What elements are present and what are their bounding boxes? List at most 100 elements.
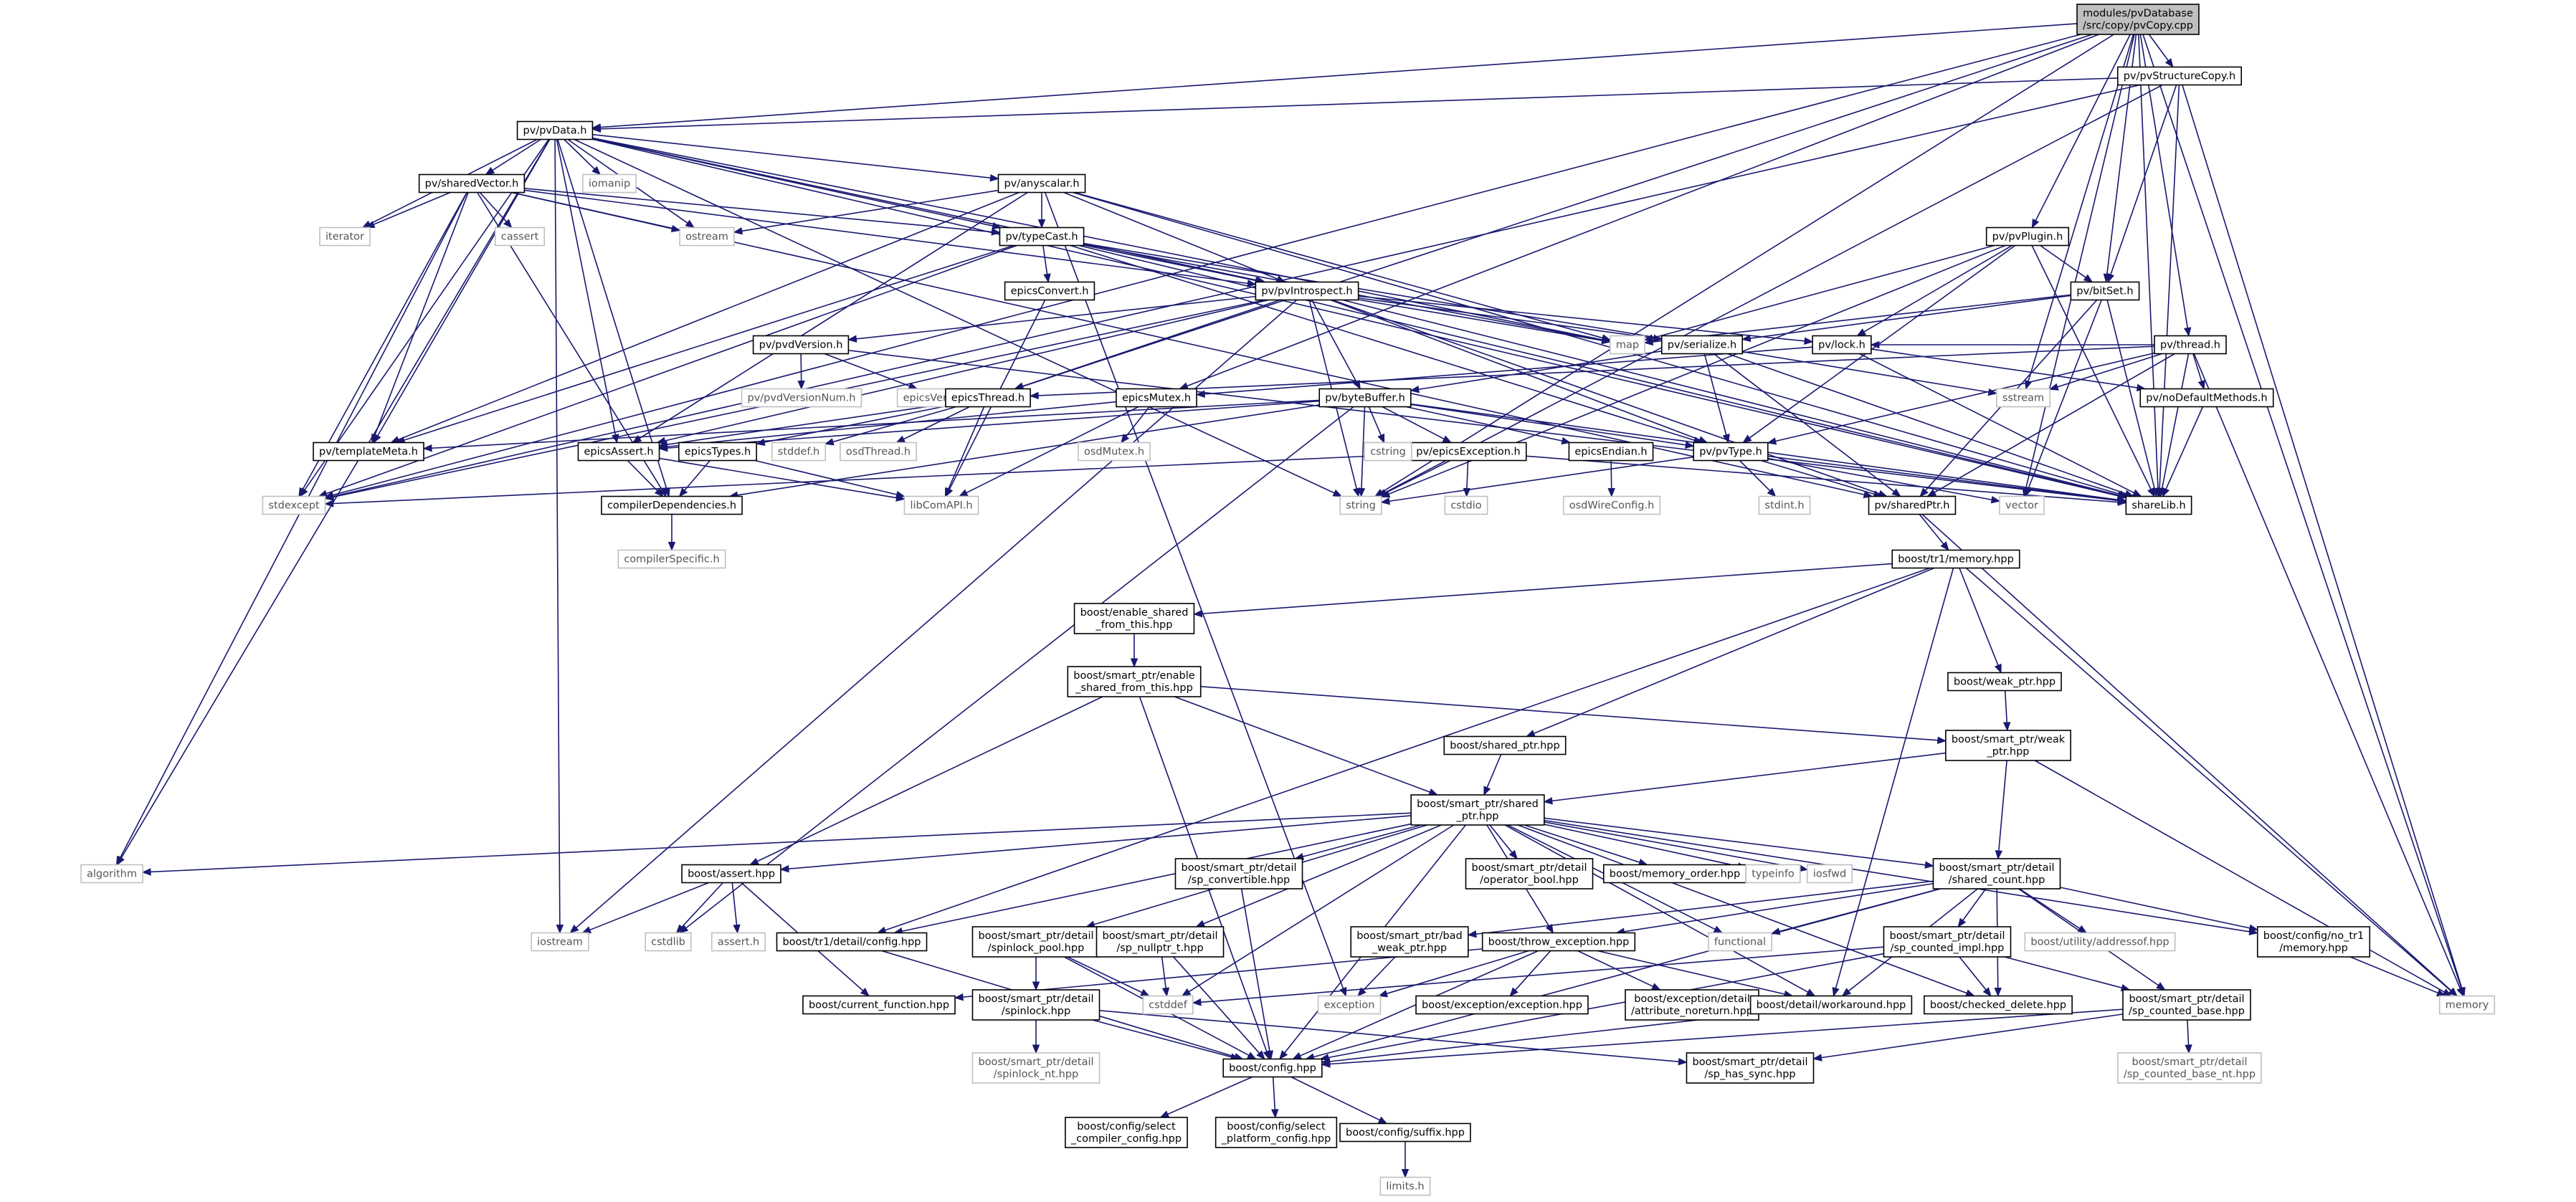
node-tr1memory[interactable]: boost/tr1/memory.hpp xyxy=(1891,549,2020,569)
node-box xyxy=(1996,388,2050,408)
node-box xyxy=(1415,995,1589,1015)
node-shared-ptr-hpp[interactable]: boost/shared_ptr.hpp xyxy=(1443,735,1567,755)
node-label: /memory.hpp xyxy=(2279,943,2348,954)
edge-sp-enable-shared-to-sp-weak-ptr xyxy=(1200,685,1947,745)
edge-sp-shared-ptr-to-cstddef xyxy=(1181,824,1455,997)
edge-pv-structure-copy-to-sharelib xyxy=(2155,85,2180,497)
edge-shared-vector-to-pv-introspect xyxy=(524,189,1257,287)
edge-pv-epics-exception-to-string xyxy=(1377,459,1451,497)
node-enable-shared-from-this[interactable]: boost/enable_shared_from_this.hpp xyxy=(1073,603,1195,634)
node-byte-buffer[interactable]: pv/byteBuffer.h xyxy=(1318,388,1412,408)
node-epics-assert[interactable]: epicsAssert.h xyxy=(577,442,660,462)
node-pv-plugin[interactable]: pv/pvPlugin.h xyxy=(1985,226,2070,247)
node-pvd-version[interactable]: pv/pvdVersion.h xyxy=(752,335,850,355)
node-pv-copy[interactable]: modules/pvDatabase/src/copy/pvCopy.cpp xyxy=(2076,4,2200,35)
node-sp-counted-base[interactable]: boost/smart_ptr/detail/sp_counted_base.h… xyxy=(2122,989,2251,1021)
node-label: sstream xyxy=(2002,393,2044,404)
node-current-function[interactable]: boost/current_function.hpp xyxy=(802,995,956,1015)
node-sp-enable-shared[interactable]: boost/smart_ptr/enable_shared_from_this.… xyxy=(1067,666,1202,697)
node-attr-noreturn[interactable]: boost/exception/detail/attribute_noretur… xyxy=(1625,989,1759,1021)
node-box xyxy=(1339,1122,1471,1143)
node-template-meta[interactable]: pv/templateMeta.h xyxy=(313,442,424,462)
node-cstring: cstring xyxy=(1364,442,1412,462)
node-osd-mutex: osdMutex.h xyxy=(1078,442,1151,462)
node-box xyxy=(531,932,589,952)
edge-pv-data-to-string xyxy=(574,138,1343,497)
node-compiler-dependencies[interactable]: compilerDependencies.h xyxy=(601,495,743,515)
node-serialize[interactable]: pv/serialize.h xyxy=(1660,335,1744,355)
edge-no-default-methods-to-sharelib xyxy=(2162,406,2204,497)
node-pv-introspect[interactable]: pv/pvIntrospect.h xyxy=(1255,281,1359,301)
edge-shared-vector-to-stdexcept xyxy=(298,192,467,497)
node-workaround[interactable]: boost/detail/workaround.hpp xyxy=(1749,995,1913,1015)
node-label: pv/pvData.h xyxy=(523,125,587,137)
edge-type-cast-to-stdexcept xyxy=(318,244,1017,497)
node-sp-counted-impl[interactable]: boost/smart_ptr/detail/sp_counted_impl.h… xyxy=(1883,926,2012,958)
node-sp-weak-ptr[interactable]: boost/smart_ptr/weak_ptr.hpp xyxy=(1945,730,2071,761)
node-spinlock[interactable]: boost/smart_ptr/detail/spinlock.hpp xyxy=(971,989,1101,1021)
node-sp-shared-ptr[interactable]: boost/smart_ptr/shared_ptr.hpp xyxy=(1410,794,1545,826)
node-suffix[interactable]: boost/config/suffix.hpp xyxy=(1339,1122,1471,1143)
node-select-platform[interactable]: boost/config/select_platform_config.hpp xyxy=(1215,1117,1338,1148)
node-lock[interactable]: pv/lock.h xyxy=(1812,335,1872,355)
edge-sp-shared-ptr-to-memory-order xyxy=(1524,824,1648,866)
node-label: osdThread.h xyxy=(846,447,911,458)
node-epics-endian[interactable]: epicsEndian.h xyxy=(1568,442,1654,462)
node-epics-types[interactable]: epicsTypes.h xyxy=(678,442,757,462)
node-shared-ptr[interactable]: pv/sharedPtr.h xyxy=(1868,495,1957,515)
edge-pv-epics-exception-to-cstdio xyxy=(1463,460,1471,497)
node-epics-convert[interactable]: epicsConvert.h xyxy=(1004,281,1095,301)
node-pv-data[interactable]: pv/pvData.h xyxy=(516,120,594,140)
node-config[interactable]: boost/config.hpp xyxy=(1222,1058,1323,1078)
edge-type-cast-to-epics-convert xyxy=(1042,245,1051,283)
node-label: boost/config.hpp xyxy=(1229,1063,1316,1074)
node-anyscalar[interactable]: pv/anyscalar.h xyxy=(997,173,1086,194)
node-box xyxy=(577,442,660,462)
node-pv-type[interactable]: pv/pvType.h xyxy=(1693,442,1769,462)
node-box xyxy=(1807,864,1853,884)
node-assert-hpp[interactable]: boost/assert.hpp xyxy=(681,864,781,884)
node-no-tr1-memory[interactable]: boost/config/no_tr1/memory.hpp xyxy=(2256,926,2371,958)
node-shared-vector[interactable]: pv/sharedVector.h xyxy=(418,173,526,194)
node-shared-count[interactable]: boost/smart_ptr/detail/shared_count.hpp xyxy=(1932,858,2061,889)
node-throw-exception[interactable]: boost/throw_exception.hpp xyxy=(1481,932,1636,952)
node-bad-weak-ptr[interactable]: boost/smart_ptr/bad_weak_ptr.hpp xyxy=(1350,926,1469,958)
node-addressof: boost/utility/addressof.hpp xyxy=(2024,932,2176,952)
node-iostream: iostream xyxy=(531,932,589,952)
node-box xyxy=(617,549,726,569)
node-pv-structure-copy[interactable]: pv/pvStructureCopy.h xyxy=(2116,66,2243,86)
node-label: /spinlock_pool.hpp xyxy=(988,943,1085,954)
node-label: boost/assert.hpp xyxy=(688,869,775,880)
node-label: _weak_ptr.hpp xyxy=(1372,943,1447,954)
node-pv-epics-exception[interactable]: pv/epicsException.h xyxy=(1410,442,1527,462)
node-bit-set[interactable]: pv/bitSet.h xyxy=(2070,281,2140,301)
node-memory-order[interactable]: boost/memory_order.hpp xyxy=(1602,864,1747,884)
node-operator-bool[interactable]: boost/smart_ptr/detail/operator_bool.hpp xyxy=(1465,858,1594,889)
node-checked-delete[interactable]: boost/checked_delete.hpp xyxy=(1924,995,2073,1015)
node-box xyxy=(313,442,424,462)
node-box xyxy=(1255,281,1359,301)
node-epics-thread[interactable]: epicsThread.h xyxy=(945,388,1031,408)
node-no-default-methods[interactable]: pv/noDefaultMethods.h xyxy=(2139,388,2274,408)
node-sp-nullptr[interactable]: boost/smart_ptr/detail/sp_nullptr_t.hpp xyxy=(1095,926,1225,958)
node-cassert: cassert xyxy=(494,226,546,247)
node-exception-hpp[interactable]: boost/exception/exception.hpp xyxy=(1415,995,1589,1015)
node-sp-has-sync[interactable]: boost/smart_ptr/detail/sp_has_sync.hpp xyxy=(1686,1052,1815,1084)
edge-pv-copy-to-sharelib xyxy=(2138,34,2162,497)
node-select-compiler[interactable]: boost/config/select_compiler_config.hpp xyxy=(1065,1117,1188,1148)
node-epics-mutex[interactable]: epicsMutex.h xyxy=(1116,388,1197,408)
node-thread[interactable]: pv/thread.h xyxy=(2154,335,2227,355)
node-spinlock-pool[interactable]: boost/smart_ptr/detail/spinlock_pool.hpp xyxy=(971,926,1101,958)
node-lib-com-api: libComAPI.h xyxy=(903,495,979,515)
node-weak-ptr[interactable]: boost/weak_ptr.hpp xyxy=(1947,672,2062,692)
node-type-cast[interactable]: pv/typeCast.h xyxy=(999,226,1085,247)
node-label: /sp_convertible.hpp xyxy=(1188,874,1290,886)
node-box xyxy=(1625,989,1759,1021)
node-label: _platform_config.hpp xyxy=(1221,1133,1331,1145)
node-sharelib[interactable]: shareLib.h xyxy=(2125,495,2192,515)
node-tr1-config[interactable]: boost/tr1/detail/config.hpp xyxy=(776,932,928,952)
node-label: pv/pvIntrospect.h xyxy=(1261,286,1352,297)
node-sp-convertible[interactable]: boost/smart_ptr/detail/sp_convertible.hp… xyxy=(1174,858,1303,889)
node-asserth: assert.h xyxy=(711,932,766,952)
